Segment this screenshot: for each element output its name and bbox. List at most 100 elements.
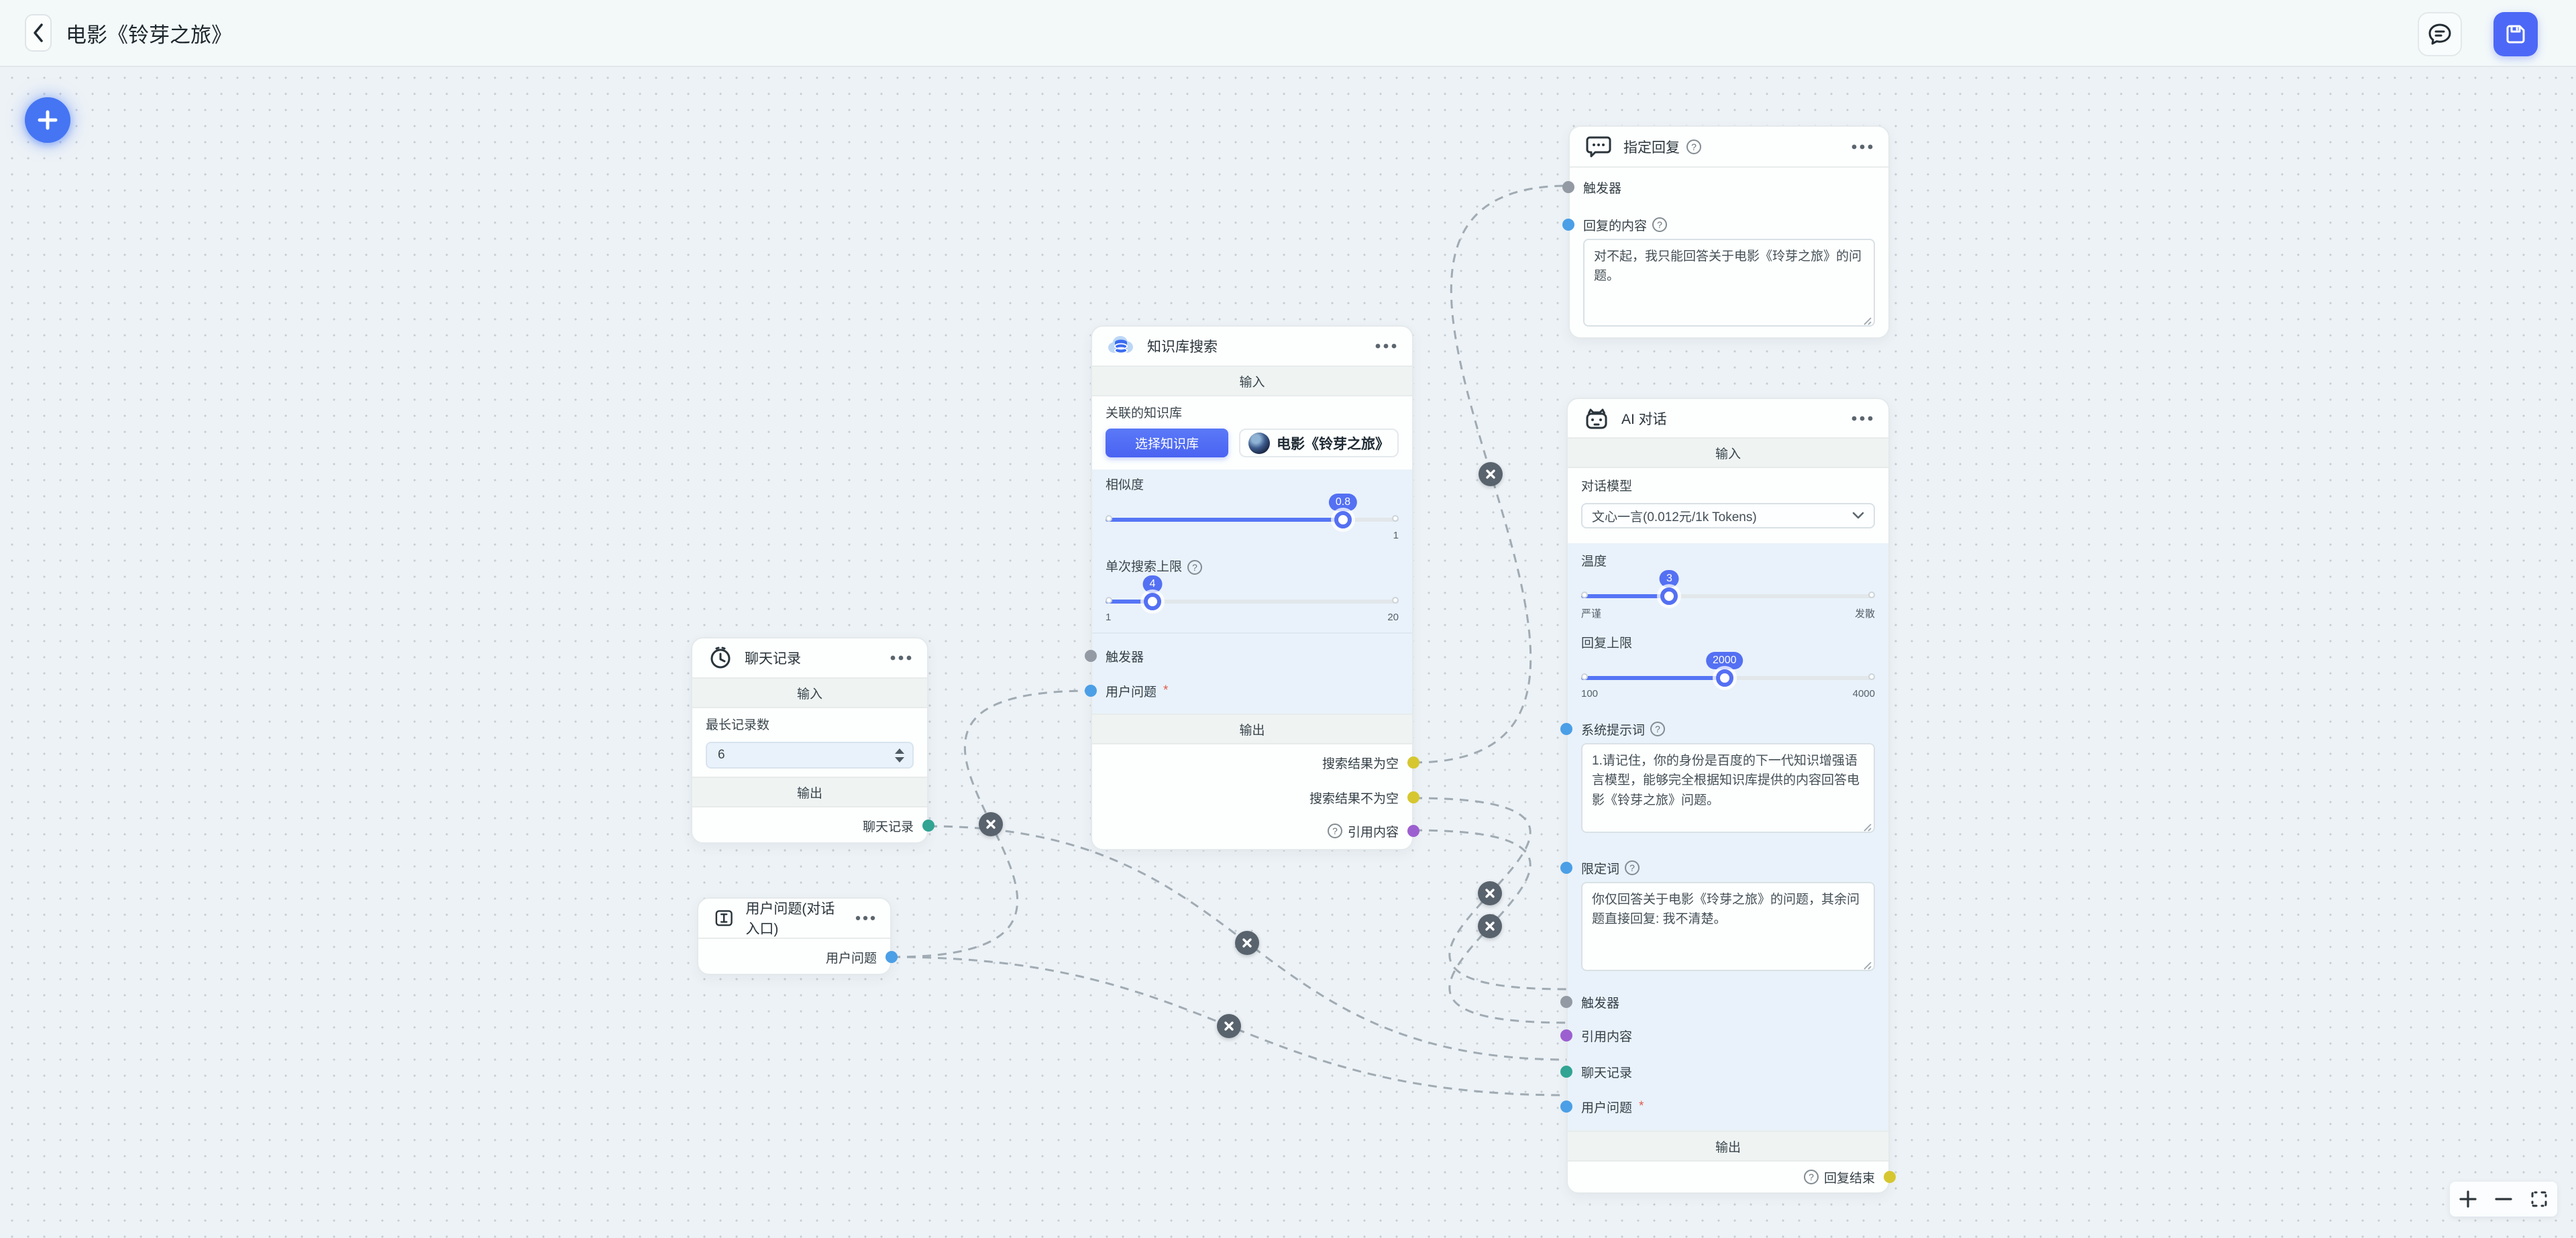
slider-thumb[interactable] <box>1660 587 1678 605</box>
input-port-dot[interactable] <box>1560 996 1572 1008</box>
kb-label: 关联的知识库 <box>1106 406 1183 420</box>
input-port-dot[interactable] <box>1562 219 1574 231</box>
add-node-button[interactable] <box>25 97 70 143</box>
fit-view-icon <box>2531 1191 2547 1207</box>
more-menu-icon[interactable] <box>1851 144 1874 150</box>
more-menu-icon[interactable] <box>855 915 875 921</box>
output-port-dot[interactable] <box>1407 756 1419 769</box>
port-label: 搜索结果不为空 <box>1309 791 1399 806</box>
port-row-chat-history: 聊天记录 <box>1560 1063 1875 1080</box>
slider-min-label: 1 <box>1106 612 1112 623</box>
node-title: 聊天记录 <box>745 651 801 667</box>
output-port-dot[interactable] <box>1884 1171 1896 1183</box>
help-icon[interactable]: ? <box>1187 560 1203 575</box>
node-header[interactable]: 指定回复 ? <box>1570 127 1888 168</box>
help-icon[interactable]: ? <box>1803 1170 1819 1184</box>
close-icon <box>986 820 996 829</box>
back-button[interactable] <box>25 14 52 52</box>
help-icon[interactable]: ? <box>1686 139 1701 154</box>
close-icon <box>1485 921 1495 931</box>
edge-delete-button[interactable] <box>1478 881 1502 905</box>
reply-bubble-icon <box>1586 136 1611 157</box>
node-header[interactable]: 知识库搜索 <box>1092 327 1412 365</box>
input-port-dot[interactable] <box>1560 1029 1572 1042</box>
input-port-dot[interactable] <box>1560 1066 1572 1078</box>
output-port-dot[interactable] <box>1407 791 1419 803</box>
model-select[interactable]: 文心一言(0.012元/1k Tokens) <box>1581 503 1875 528</box>
plus-icon <box>38 110 58 130</box>
slider-thumb[interactable] <box>1143 593 1161 610</box>
slider-max-label: 20 <box>1387 612 1399 623</box>
node-kb-search[interactable]: 知识库搜索 输入 关联的知识库 选择知识库 电影《铃芽之旅》 相似度 0.8 <box>1085 325 1419 850</box>
edge-delete-button[interactable] <box>1235 931 1259 955</box>
input-port-dot[interactable] <box>1560 723 1572 735</box>
node-header[interactable]: AI 对话 <box>1568 399 1888 437</box>
slider-value-bubble: 0.8 <box>1328 494 1358 511</box>
qualifier-textarea[interactable]: 你仅回答关于电影《玲芽之旅》的问题，其余问题直接回复: 我不清楚。 <box>1581 882 1875 971</box>
slider-max-label: 发散 <box>1854 608 1875 620</box>
fit-view-button[interactable] <box>2526 1186 2553 1213</box>
input-port-dot[interactable] <box>1562 181 1574 193</box>
kb-chip-label: 电影《铃芽之旅》 <box>1277 436 1389 452</box>
input-port-dot[interactable] <box>1560 862 1572 874</box>
edge-delete-button[interactable] <box>979 812 1003 836</box>
node-chat-history[interactable]: 聊天记录 输入 最长记录数 6 输出 聊天记录 <box>691 637 934 844</box>
close-icon <box>1486 469 1495 479</box>
output-port-dot[interactable] <box>1407 825 1419 837</box>
step-down-icon[interactable] <box>895 756 904 763</box>
help-icon[interactable]: ? <box>1625 860 1640 875</box>
node-user-question[interactable]: 用户问题(对话入口) 用户问题 <box>697 897 898 975</box>
model-label: 对话模型 <box>1581 480 1633 494</box>
node-header[interactable]: 用户问题(对话入口) <box>698 899 890 939</box>
help-icon[interactable]: ? <box>1327 824 1342 838</box>
step-up-icon[interactable] <box>895 748 904 754</box>
kb-chip[interactable]: 电影《铃芽之旅》 <box>1239 429 1399 457</box>
slider-min-label: 严谨 <box>1581 608 1602 620</box>
similarity-slider[interactable]: 0.8 1 <box>1106 494 1399 543</box>
more-menu-icon[interactable] <box>1375 343 1397 349</box>
output-port-dot[interactable] <box>922 820 934 832</box>
port-row-result-not-empty: 搜索结果不为空 <box>1106 789 1419 806</box>
zoom-in-button[interactable] <box>2455 1186 2481 1213</box>
slider-track[interactable] <box>1581 594 1875 598</box>
input-port-dot[interactable] <box>1085 650 1097 662</box>
chat-bubble-icon <box>2428 23 2451 45</box>
edge-delete-button[interactable] <box>1479 462 1503 486</box>
edge-delete-button[interactable] <box>1217 1014 1241 1038</box>
node-ai-chat[interactable]: AI 对话 输入 对话模型 文心一言(0.012元/1k Tokens) 温度 … <box>1560 398 1896 1194</box>
port-label: 限定词 <box>1581 862 1620 877</box>
help-icon[interactable]: ? <box>1652 217 1668 232</box>
select-kb-button[interactable]: 选择知识库 <box>1106 429 1228 457</box>
port-label: 用户问题 <box>825 951 877 966</box>
more-menu-icon[interactable] <box>890 655 912 661</box>
edge-delete-button[interactable] <box>1478 914 1502 938</box>
node-header[interactable]: 聊天记录 <box>692 638 927 677</box>
minus-icon <box>2495 1198 2512 1200</box>
slider-thumb[interactable] <box>1715 669 1733 687</box>
port-label: 聊天记录 <box>862 820 914 834</box>
port-row-system-prompt: 系统提示词 ? <box>1560 720 1875 738</box>
output-port-dot[interactable] <box>885 951 898 963</box>
node-fixed-reply[interactable]: 指定回复 ? 触发器 回复的内容 ? 对不起，我只能回答关于电影《玲芽之旅》的问… <box>1562 125 1890 339</box>
close-icon <box>1224 1021 1234 1031</box>
slider-track[interactable] <box>1106 518 1399 522</box>
reply-content-textarea[interactable]: 对不起，我只能回答关于电影《玲芽之旅》的问题。 <box>1583 239 1875 327</box>
number-stepper[interactable] <box>887 748 912 763</box>
system-prompt-textarea[interactable]: 1.请记住，你的身份是百度的下一代知识增强语言模型，能够完全根据知识库提供的内容… <box>1581 743 1875 833</box>
preview-chat-button[interactable] <box>2418 12 2462 56</box>
max-records-input[interactable]: 6 <box>706 742 914 769</box>
input-port-dot[interactable] <box>1560 1101 1572 1113</box>
zoom-out-button[interactable] <box>2490 1186 2517 1213</box>
reply-limit-label: 回复上限 <box>1581 636 1633 651</box>
port-row-trigger: 触发器 <box>1560 993 1875 1011</box>
input-port-dot[interactable] <box>1085 685 1097 697</box>
slider-track[interactable] <box>1106 600 1399 604</box>
help-icon[interactable]: ? <box>1650 722 1666 736</box>
port-row-user-question-out: 用户问题 <box>712 948 898 966</box>
save-button[interactable] <box>2493 12 2538 56</box>
slider-thumb[interactable] <box>1334 511 1352 528</box>
more-menu-icon[interactable] <box>1851 415 1874 422</box>
temperature-slider[interactable]: 3 严谨发散 <box>1581 570 1875 620</box>
